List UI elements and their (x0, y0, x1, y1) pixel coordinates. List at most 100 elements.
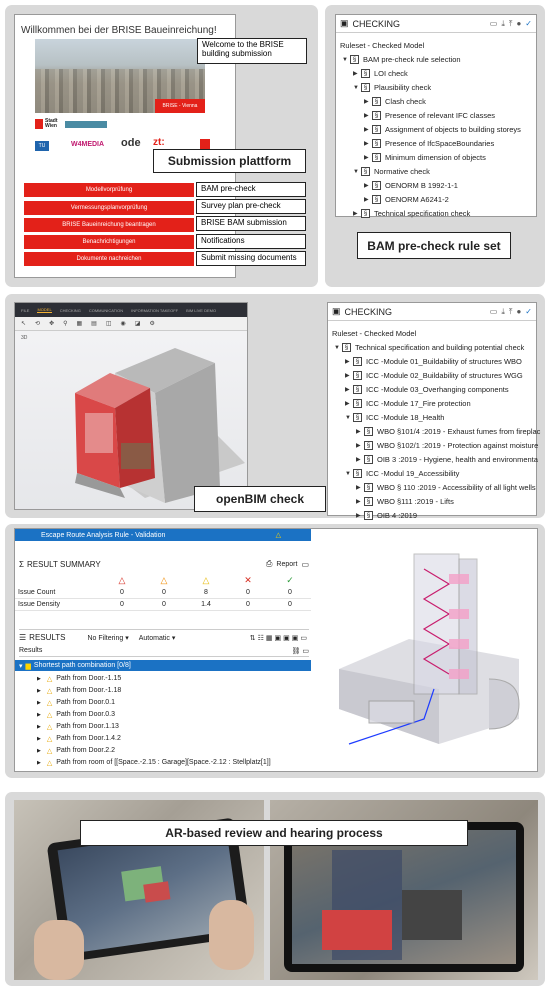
cube-icon[interactable]: ◫ (105, 321, 112, 327)
expand-right-icon[interactable]: ▶ (356, 457, 361, 463)
rule-bar[interactable]: Escape Route Analysis Rule - Validation … (15, 529, 311, 541)
expand-right-icon[interactable]: ▶ (353, 71, 358, 77)
grid-icon[interactable]: ▦ (76, 321, 83, 327)
building-model-3d[interactable] (15, 303, 248, 510)
expand-right-icon[interactable]: ▶ (353, 211, 358, 217)
expand-down-icon[interactable]: ▼ (342, 56, 348, 63)
download-icon[interactable]: ⤓ (501, 18, 505, 28)
tree-item[interactable]: ▼§Plausibility check (353, 81, 431, 94)
filter-dropdown[interactable]: No Filtering ▾ (87, 634, 129, 642)
expand-right-icon[interactable]: ▶ (356, 513, 361, 519)
tab-information-takeoff[interactable]: INFORMATION TAKEOFF (131, 307, 179, 313)
report-icon[interactable]: ⎙ (266, 559, 273, 568)
tree-item[interactable]: ▶§ICC -Module 17_Fire protection (345, 397, 471, 410)
path-result-row[interactable]: ▶△Path from Door.0.1 (37, 697, 115, 708)
tree-item[interactable]: ▼§Technical specification and building p… (334, 341, 524, 354)
cursor-icon[interactable]: ↖ (21, 321, 27, 327)
tree-item[interactable]: ▶§OIB 4 :2019 (356, 509, 417, 522)
tree-item[interactable]: ▶§Minimum dimension of objects (364, 151, 486, 164)
expand-right-icon[interactable]: ▶ (364, 99, 369, 105)
expand-right-icon[interactable]: ▶ (345, 401, 350, 407)
expand-right-icon[interactable]: ▶ (364, 197, 369, 203)
check-circle-icon[interactable]: ✓ (525, 306, 532, 316)
expand-right-icon[interactable]: ▶ (37, 735, 41, 742)
tree-item[interactable]: ▶§Presence of relevant IFC classes (364, 109, 495, 122)
tree-item[interactable]: ▶§WBO §101/4 :2019 - Exhaust fumes from … (356, 425, 540, 438)
btn-survey-precheck[interactable]: Vermessungsplanvorprüfung (24, 201, 194, 215)
expand-right-icon[interactable]: ▶ (364, 155, 369, 161)
tree-item[interactable]: ▶§WBO §111 :2019 - Lifts (356, 495, 454, 508)
download-icon[interactable]: ⤓ (501, 306, 505, 316)
tree-item[interactable]: ▼§BAM pre-check rule selection (342, 53, 461, 66)
report-button[interactable]: Report (276, 560, 298, 568)
tree-item[interactable]: ▶§Technical specification check (353, 207, 470, 220)
layers-icon[interactable]: ▤ (91, 321, 97, 327)
expand-right-icon[interactable]: ▶ (356, 499, 361, 505)
expand-right-icon[interactable]: ▶ (37, 711, 41, 718)
path-result-row[interactable]: ▶△Path from Door.2.2 (37, 745, 115, 756)
expand-right-icon[interactable]: ▶ (37, 675, 41, 682)
tree-item[interactable]: ▶§ICC -Module 03_Overhanging components (345, 383, 509, 396)
tree-item[interactable]: ▶§Assignment of objects to building stor… (364, 123, 521, 136)
rotate-icon[interactable]: ⟲ (35, 321, 41, 327)
expand-down-icon[interactable]: ▼ (345, 470, 351, 477)
section-icon[interactable]: ◪ (134, 321, 141, 327)
tree-item[interactable]: ▶§WBO §102/1 :2019 - Protection against … (356, 439, 538, 452)
expand-right-icon[interactable]: ▶ (37, 747, 41, 754)
expand-right-icon[interactable]: ▶ (345, 373, 350, 379)
tree-item[interactable]: ▼§ICC -Module 18_Health (345, 411, 444, 424)
link-icon[interactable]: ⛓ ▭ (291, 648, 309, 655)
path-result-row[interactable]: ▶△Path from Door.-1.15 (37, 673, 121, 684)
expand-down-icon[interactable]: ▼ (334, 344, 340, 351)
mode-dropdown[interactable]: Automatic ▾ (138, 634, 176, 642)
upload-icon[interactable]: ⤒ (508, 18, 513, 28)
expand-right-icon[interactable]: ▶ (37, 687, 41, 694)
folder-open-icon[interactable]: ▭ (489, 306, 498, 316)
path-result-row[interactable]: ▶△Path from Door.1.4.2 (37, 733, 121, 744)
expand-right-icon[interactable]: ▶ (364, 183, 369, 189)
folder-open-icon[interactable]: ▭ (489, 18, 498, 28)
path-result-row[interactable]: ▶△Path from Door.1.13 (37, 721, 119, 732)
path-group-row[interactable]: ▾ ▆ Shortest path combination [0/8] (15, 660, 311, 671)
tab-model[interactable]: MODEL (37, 307, 52, 313)
settings-icon[interactable]: ⚙ (149, 321, 155, 327)
expand-right-icon[interactable]: ▶ (37, 699, 41, 706)
expand-right-icon[interactable]: ▶ (364, 141, 369, 147)
path-result-row[interactable]: ▶△Path from room of [[Space.-2.15 : Gara… (37, 757, 271, 768)
tree-item[interactable]: ▼§ICC -Modul 19_Accessibility (345, 467, 459, 480)
ar-tablet-screen-right[interactable] (292, 830, 516, 964)
expand-right-icon[interactable]: ▶ (356, 485, 361, 491)
expand-right-icon[interactable]: ▶ (356, 429, 361, 435)
tab-checking[interactable]: CHECKING (59, 307, 81, 313)
tree-item[interactable]: ▶§OENORM A6241-2 (364, 193, 449, 206)
tree-item[interactable]: ▶§OIB 3 :2019 - Hygiene, health and envi… (356, 453, 538, 466)
tree-item[interactable]: ▼§Normative check (353, 165, 430, 178)
check-circle-icon[interactable]: ✓ (525, 18, 532, 28)
path-result-row[interactable]: ▶△Path from Door.0.3 (37, 709, 115, 720)
expand-right-icon[interactable]: ▶ (345, 387, 350, 393)
path-result-row[interactable]: ▶△Path from Door.-1.18 (37, 685, 121, 696)
btn-model-precheck[interactable]: Modellvorprüfung (24, 183, 194, 197)
tree-item[interactable]: ▶§Clash check (364, 95, 426, 108)
expand-right-icon[interactable]: ▶ (37, 759, 41, 766)
btn-submit-documents[interactable]: Dokumente nachreichen (24, 252, 194, 266)
upload-icon[interactable]: ⤒ (508, 306, 513, 316)
tree-item[interactable]: ▶§LOI check (353, 67, 408, 80)
expand-down-icon[interactable]: ▼ (353, 168, 359, 175)
tree-item[interactable]: ▶§WBO § 110 :2019 - Accessibility of all… (356, 481, 536, 494)
tab-file[interactable]: FILE (21, 307, 30, 313)
toolbar-icons[interactable]: ⇅☷▦▣▣▣▭ (249, 634, 309, 642)
expand-right-icon[interactable]: ▶ (364, 127, 369, 133)
expand-right-icon[interactable]: ▶ (37, 723, 41, 730)
circle-icon[interactable]: ● (516, 306, 522, 316)
expand-down-icon[interactable]: ▼ (345, 414, 351, 421)
window-icon[interactable]: ▭ (301, 559, 309, 569)
pan-icon[interactable]: ✥ (49, 321, 55, 327)
visibility-icon[interactable]: ◉ (120, 321, 126, 327)
expand-right-icon[interactable]: ▶ (364, 113, 369, 119)
tree-item[interactable]: ▶§Presence of IfcSpaceBoundaries (364, 137, 494, 150)
tree-item[interactable]: ▶§ICC -Module 02_Buildability of structu… (345, 369, 523, 382)
tab-bim-live-demo[interactable]: BIM LIVE DEMO (186, 307, 217, 313)
tab-communication[interactable]: COMMUNICATION (88, 307, 124, 313)
expand-right-icon[interactable]: ▶ (356, 443, 361, 449)
